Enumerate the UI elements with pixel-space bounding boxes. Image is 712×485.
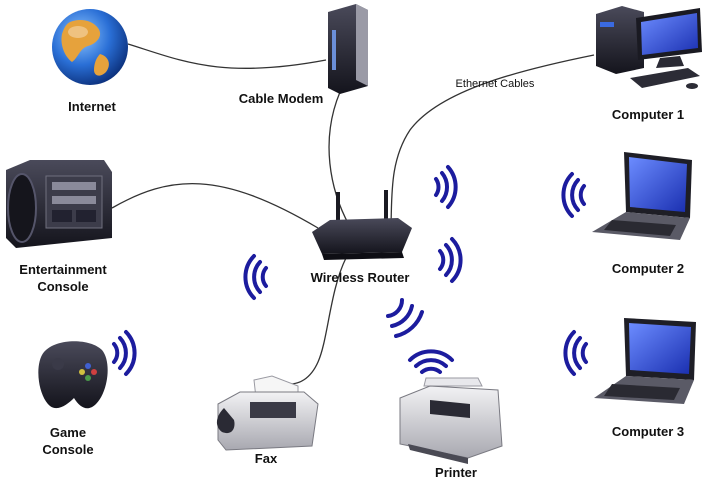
desktop-computer-icon xyxy=(596,6,702,89)
laptop-icon xyxy=(594,318,696,404)
label-ethernet-cables: Ethernet Cables xyxy=(455,78,535,90)
label-game-console-line1: Game xyxy=(49,425,87,440)
wireless-waves-icon xyxy=(112,165,588,376)
label-game-console-line2: Console xyxy=(42,442,94,457)
label-printer: Printer xyxy=(435,465,477,480)
label-cable-modem: Cable Modem xyxy=(238,91,324,106)
stereo-icon xyxy=(6,160,112,248)
cable-internet-modem xyxy=(127,43,327,69)
label-entertainment-console-line2: Console xyxy=(37,279,89,294)
cable-entertainment-router xyxy=(111,183,319,229)
router-icon xyxy=(312,190,412,260)
cable-computer1-router xyxy=(390,54,595,226)
label-entertainment-console-line1: Entertainment xyxy=(19,262,107,277)
printer-icon xyxy=(399,377,503,464)
cable-modem-icon xyxy=(328,4,368,94)
label-fax: Fax xyxy=(254,451,278,466)
cable-modem-router xyxy=(328,91,350,226)
label-computer-1: Computer 1 xyxy=(611,107,685,122)
label-computer-3: Computer 3 xyxy=(611,424,685,439)
label-internet: Internet xyxy=(68,99,116,114)
label-wireless-router: Wireless Router xyxy=(310,270,410,285)
label-computer-2: Computer 2 xyxy=(611,261,685,276)
cable-router-fax xyxy=(289,257,347,385)
gamepad-icon xyxy=(38,341,108,409)
globe-icon xyxy=(52,9,128,85)
fax-icon xyxy=(216,375,319,451)
cables xyxy=(111,43,595,385)
laptop-icon xyxy=(592,152,692,240)
